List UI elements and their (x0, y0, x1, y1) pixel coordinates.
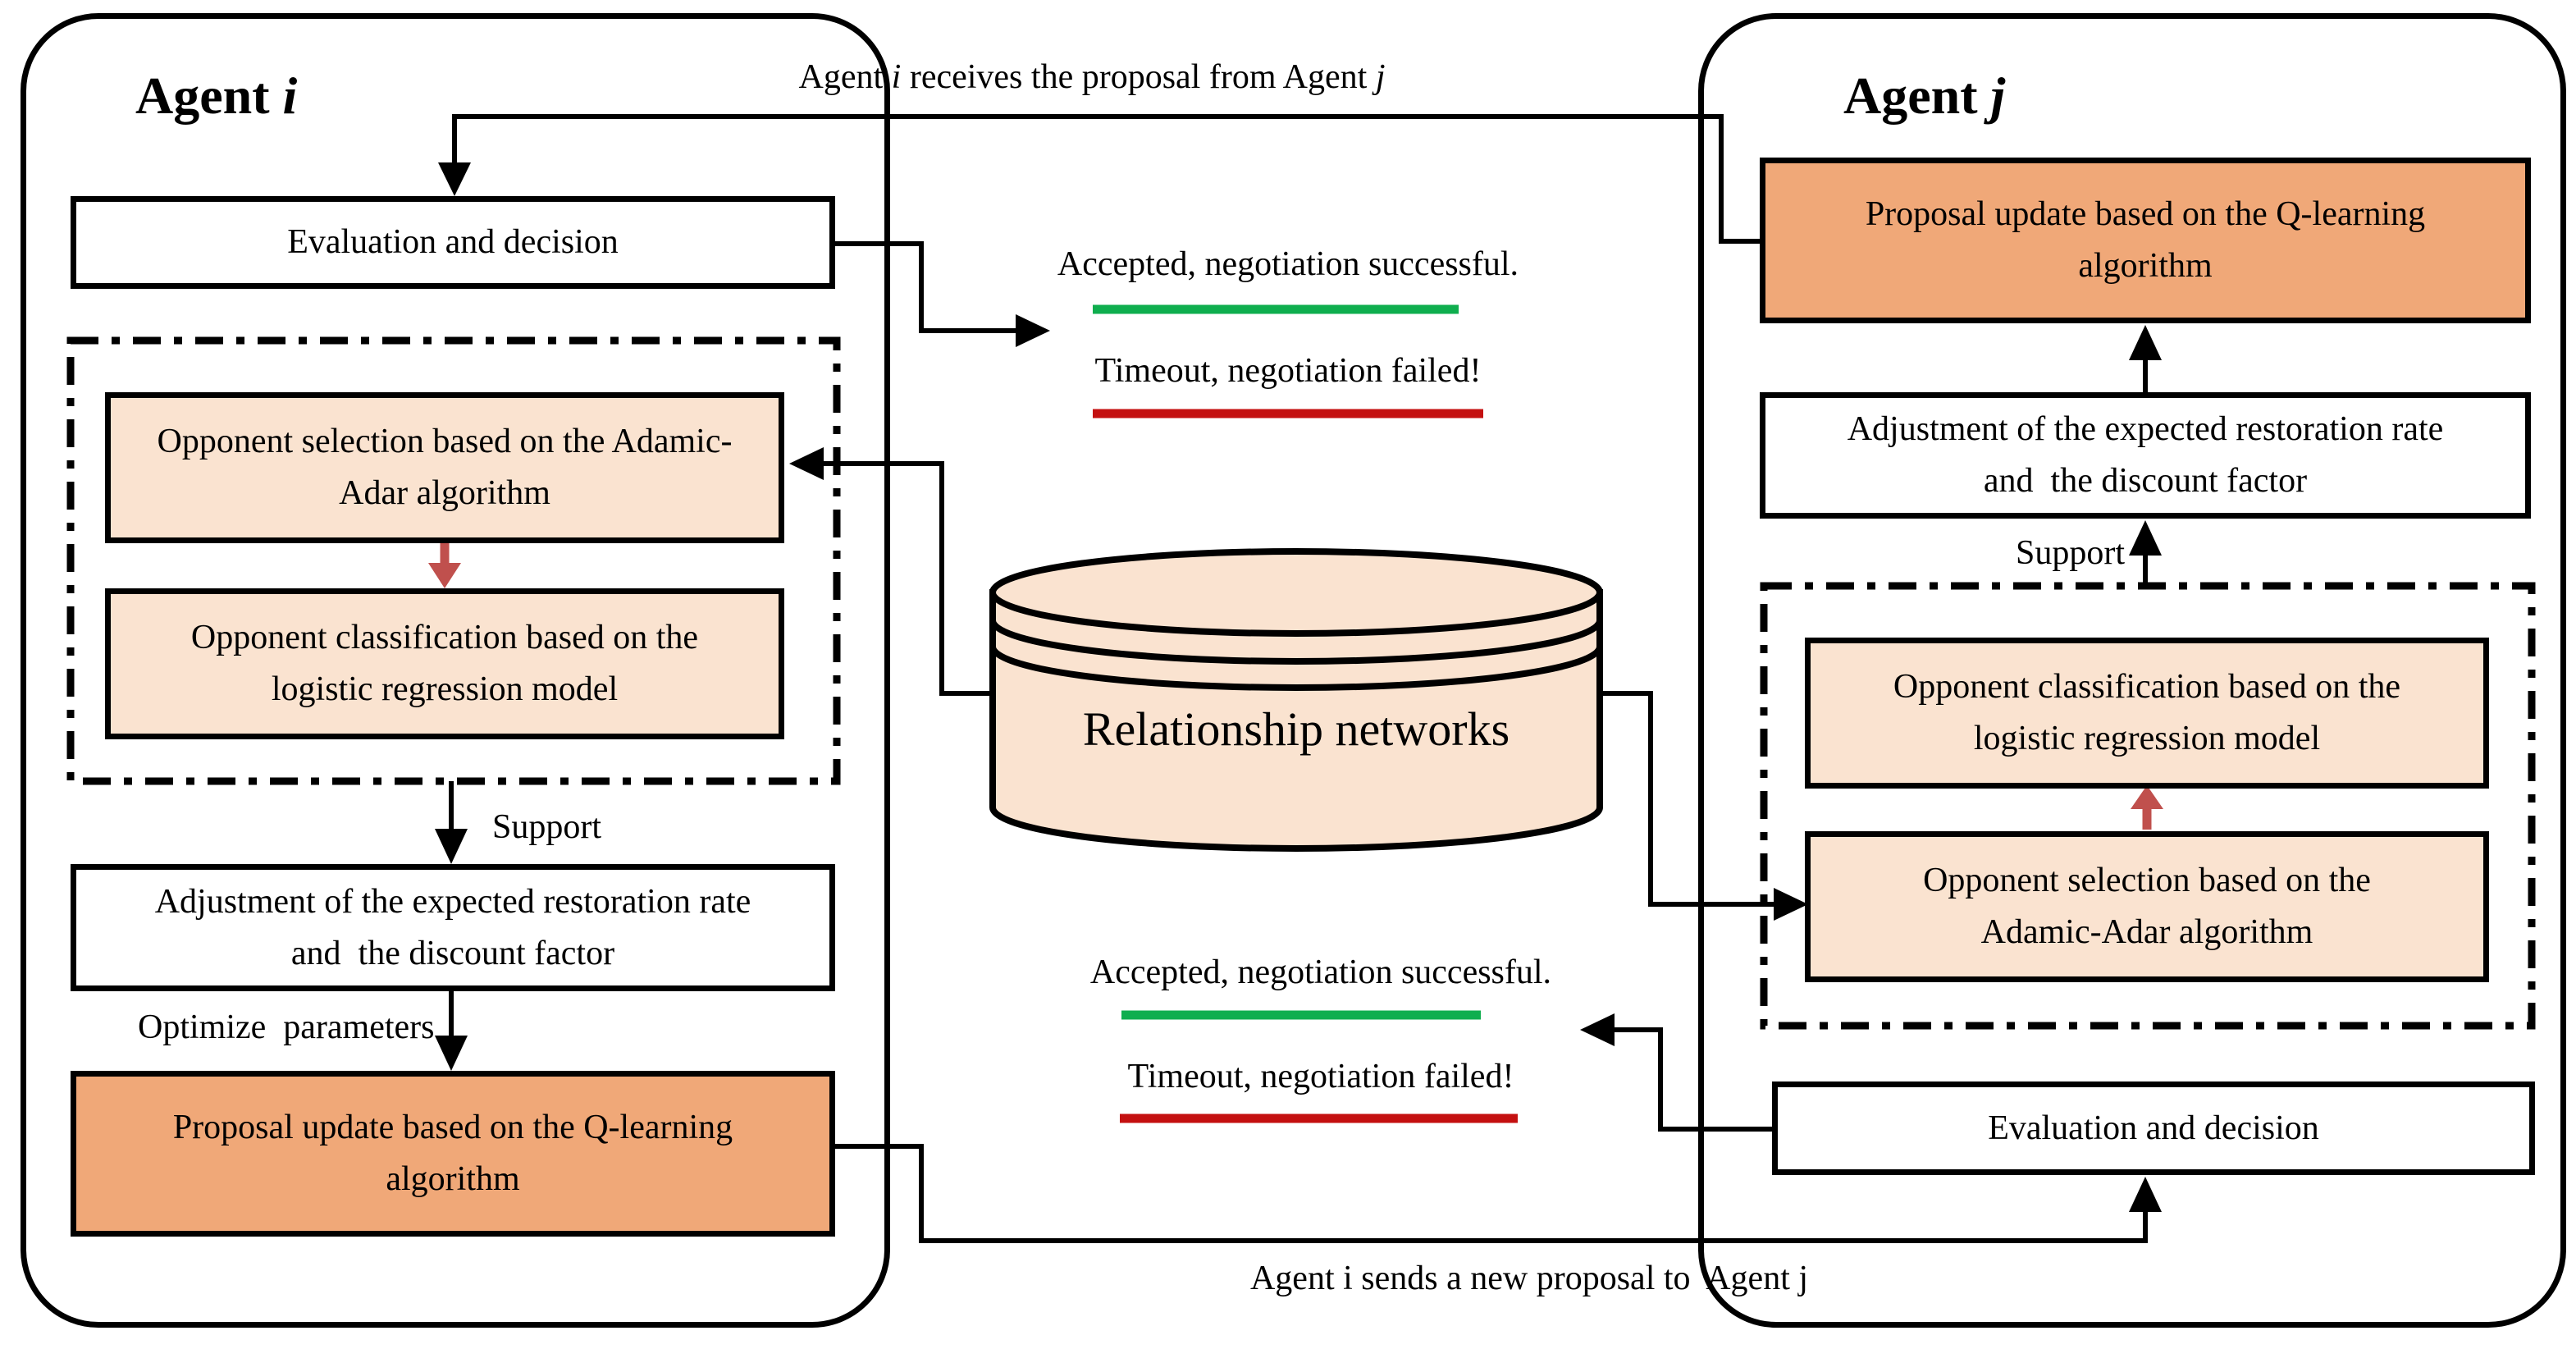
adjustment-i-line1: Adjustment of the expected restoration r… (154, 882, 751, 921)
eval-i-result-connector (835, 241, 1016, 333)
agent-j-title: Agent j (1843, 66, 2005, 126)
top-proposal-connector (452, 114, 1760, 244)
bottom-proposal-connector (835, 1144, 2148, 1243)
red-arrowhead-i (428, 563, 461, 588)
database-right-connector (1598, 691, 1774, 907)
evaluation-box-i: Evaluation and decision (71, 196, 835, 289)
database-rim-1 (989, 620, 1603, 665)
opponent-classification-j-line1: Opponent classification based on the (1893, 668, 2401, 706)
proposal-j-line1: Proposal update based on the Q-learning (1865, 195, 2426, 233)
support-arrowhead-j (2129, 520, 2162, 556)
top-annotation-i: i (891, 58, 902, 96)
top-proposal-arrowhead (438, 162, 471, 196)
opponent-selection-i-line1: Opponent selection based on the Adamic- (157, 423, 733, 460)
accepted-text-bottom: Accepted, negotiation successful. (1089, 953, 1552, 991)
opponent-selection-box-j: Opponent selection based on the Adamic-A… (1805, 831, 2489, 982)
bottom-annotation: Agent i sends a new proposal to Agent j (1249, 1260, 1809, 1297)
adjustment-box-i: Adjustment of the expected restoration r… (71, 864, 835, 991)
adjustment-j-line2: and the discount factor (1983, 462, 2308, 500)
database-right-arrowhead (1774, 888, 1808, 921)
evaluation-box-j: Evaluation and decision (1772, 1081, 2535, 1175)
adjustment-j-line1: Adjustment of the expected restoration r… (1847, 410, 2444, 448)
dashed-opponent-group-i (66, 336, 841, 785)
agent-j-title-var: j (1990, 66, 2006, 125)
adjustment-i-line2: and the discount factor (290, 934, 615, 972)
agent-i-title-var: i (282, 66, 298, 125)
opponent-classification-i-line2: logistic regression model (271, 670, 619, 708)
support-label-j: Support (2015, 534, 2125, 572)
opponent-selection-box-i: Opponent selection based on the Adamic- … (105, 392, 784, 543)
bottom-proposal-arrowhead (2129, 1177, 2162, 1212)
agent-j-title-text: Agent (1843, 66, 1991, 125)
top-annotation-p2: receives the proposal from Agent (901, 58, 1376, 96)
database-left-arrowhead (789, 447, 824, 480)
top-annotation-p1: Agent (798, 58, 892, 96)
evaluation-box-j-text: Evaluation and decision (1988, 1109, 2319, 1147)
database-left-connector (824, 461, 994, 696)
database-label: Relationship networks (1082, 702, 1510, 756)
opponent-selection-j-line1: Opponent selection based on the (1923, 862, 2371, 899)
opponent-selection-j-line2: Adamic-Adar algorithm (1980, 913, 2313, 951)
agent-i-panel (21, 13, 890, 1328)
eval-i-result-arrowhead (1016, 314, 1050, 347)
opponent-classification-j-line2: logistic regression model (1973, 720, 2321, 757)
adjustment-to-proposal-arrowhead-j (2129, 325, 2162, 360)
database-top-ellipse (989, 548, 1603, 637)
timeout-text-top: Timeout, negotiation failed! (1094, 352, 1482, 390)
accepted-text-top: Accepted, negotiation successful. (1057, 245, 1519, 283)
proposal-j-line2: algorithm (2078, 247, 2213, 285)
support-label-i: Support (492, 808, 602, 846)
opponent-selection-i-line2: Adar algorithm (339, 474, 550, 512)
evaluation-box-i-text: Evaluation and decision (287, 223, 619, 261)
optimize-parameters-label-i: Optimize parameters (138, 1008, 435, 1046)
eval-j-result-arrowhead (1580, 1013, 1615, 1046)
red-arrowhead-j (2131, 785, 2163, 809)
opponent-classification-i-line1: Opponent classification based on the (190, 619, 699, 656)
top-annotation: Agent i receives the proposal from Agent… (755, 57, 1429, 97)
proposal-update-box-j: Proposal update based on the Q-learning … (1760, 158, 2531, 323)
top-annotation-j: j (1375, 58, 1386, 96)
database-cylinder-icon (989, 548, 1603, 852)
proposal-i-line2: algorithm (386, 1160, 520, 1198)
database-rim-2 (989, 646, 1603, 691)
optimize-arrowhead-i (435, 1036, 468, 1071)
agent-i-title-text: Agent (135, 66, 283, 125)
opponent-classification-box-i: Opponent classification based on the log… (105, 588, 784, 739)
opponent-classification-box-j: Opponent classification based on the log… (1805, 638, 2489, 789)
adjustment-box-j: Adjustment of the expected restoration r… (1760, 392, 2531, 519)
support-arrowhead-i (435, 829, 468, 864)
proposal-update-box-i: Proposal update based on the Q-learning … (71, 1071, 835, 1237)
timeout-text-bottom: Timeout, negotiation failed! (1127, 1058, 1514, 1095)
agent-i-title: Agent i (135, 66, 297, 126)
agent-j-panel (1698, 13, 2566, 1328)
proposal-i-line1: Proposal update based on the Q-learning (172, 1109, 733, 1146)
eval-j-result-connector (1615, 1027, 1772, 1132)
